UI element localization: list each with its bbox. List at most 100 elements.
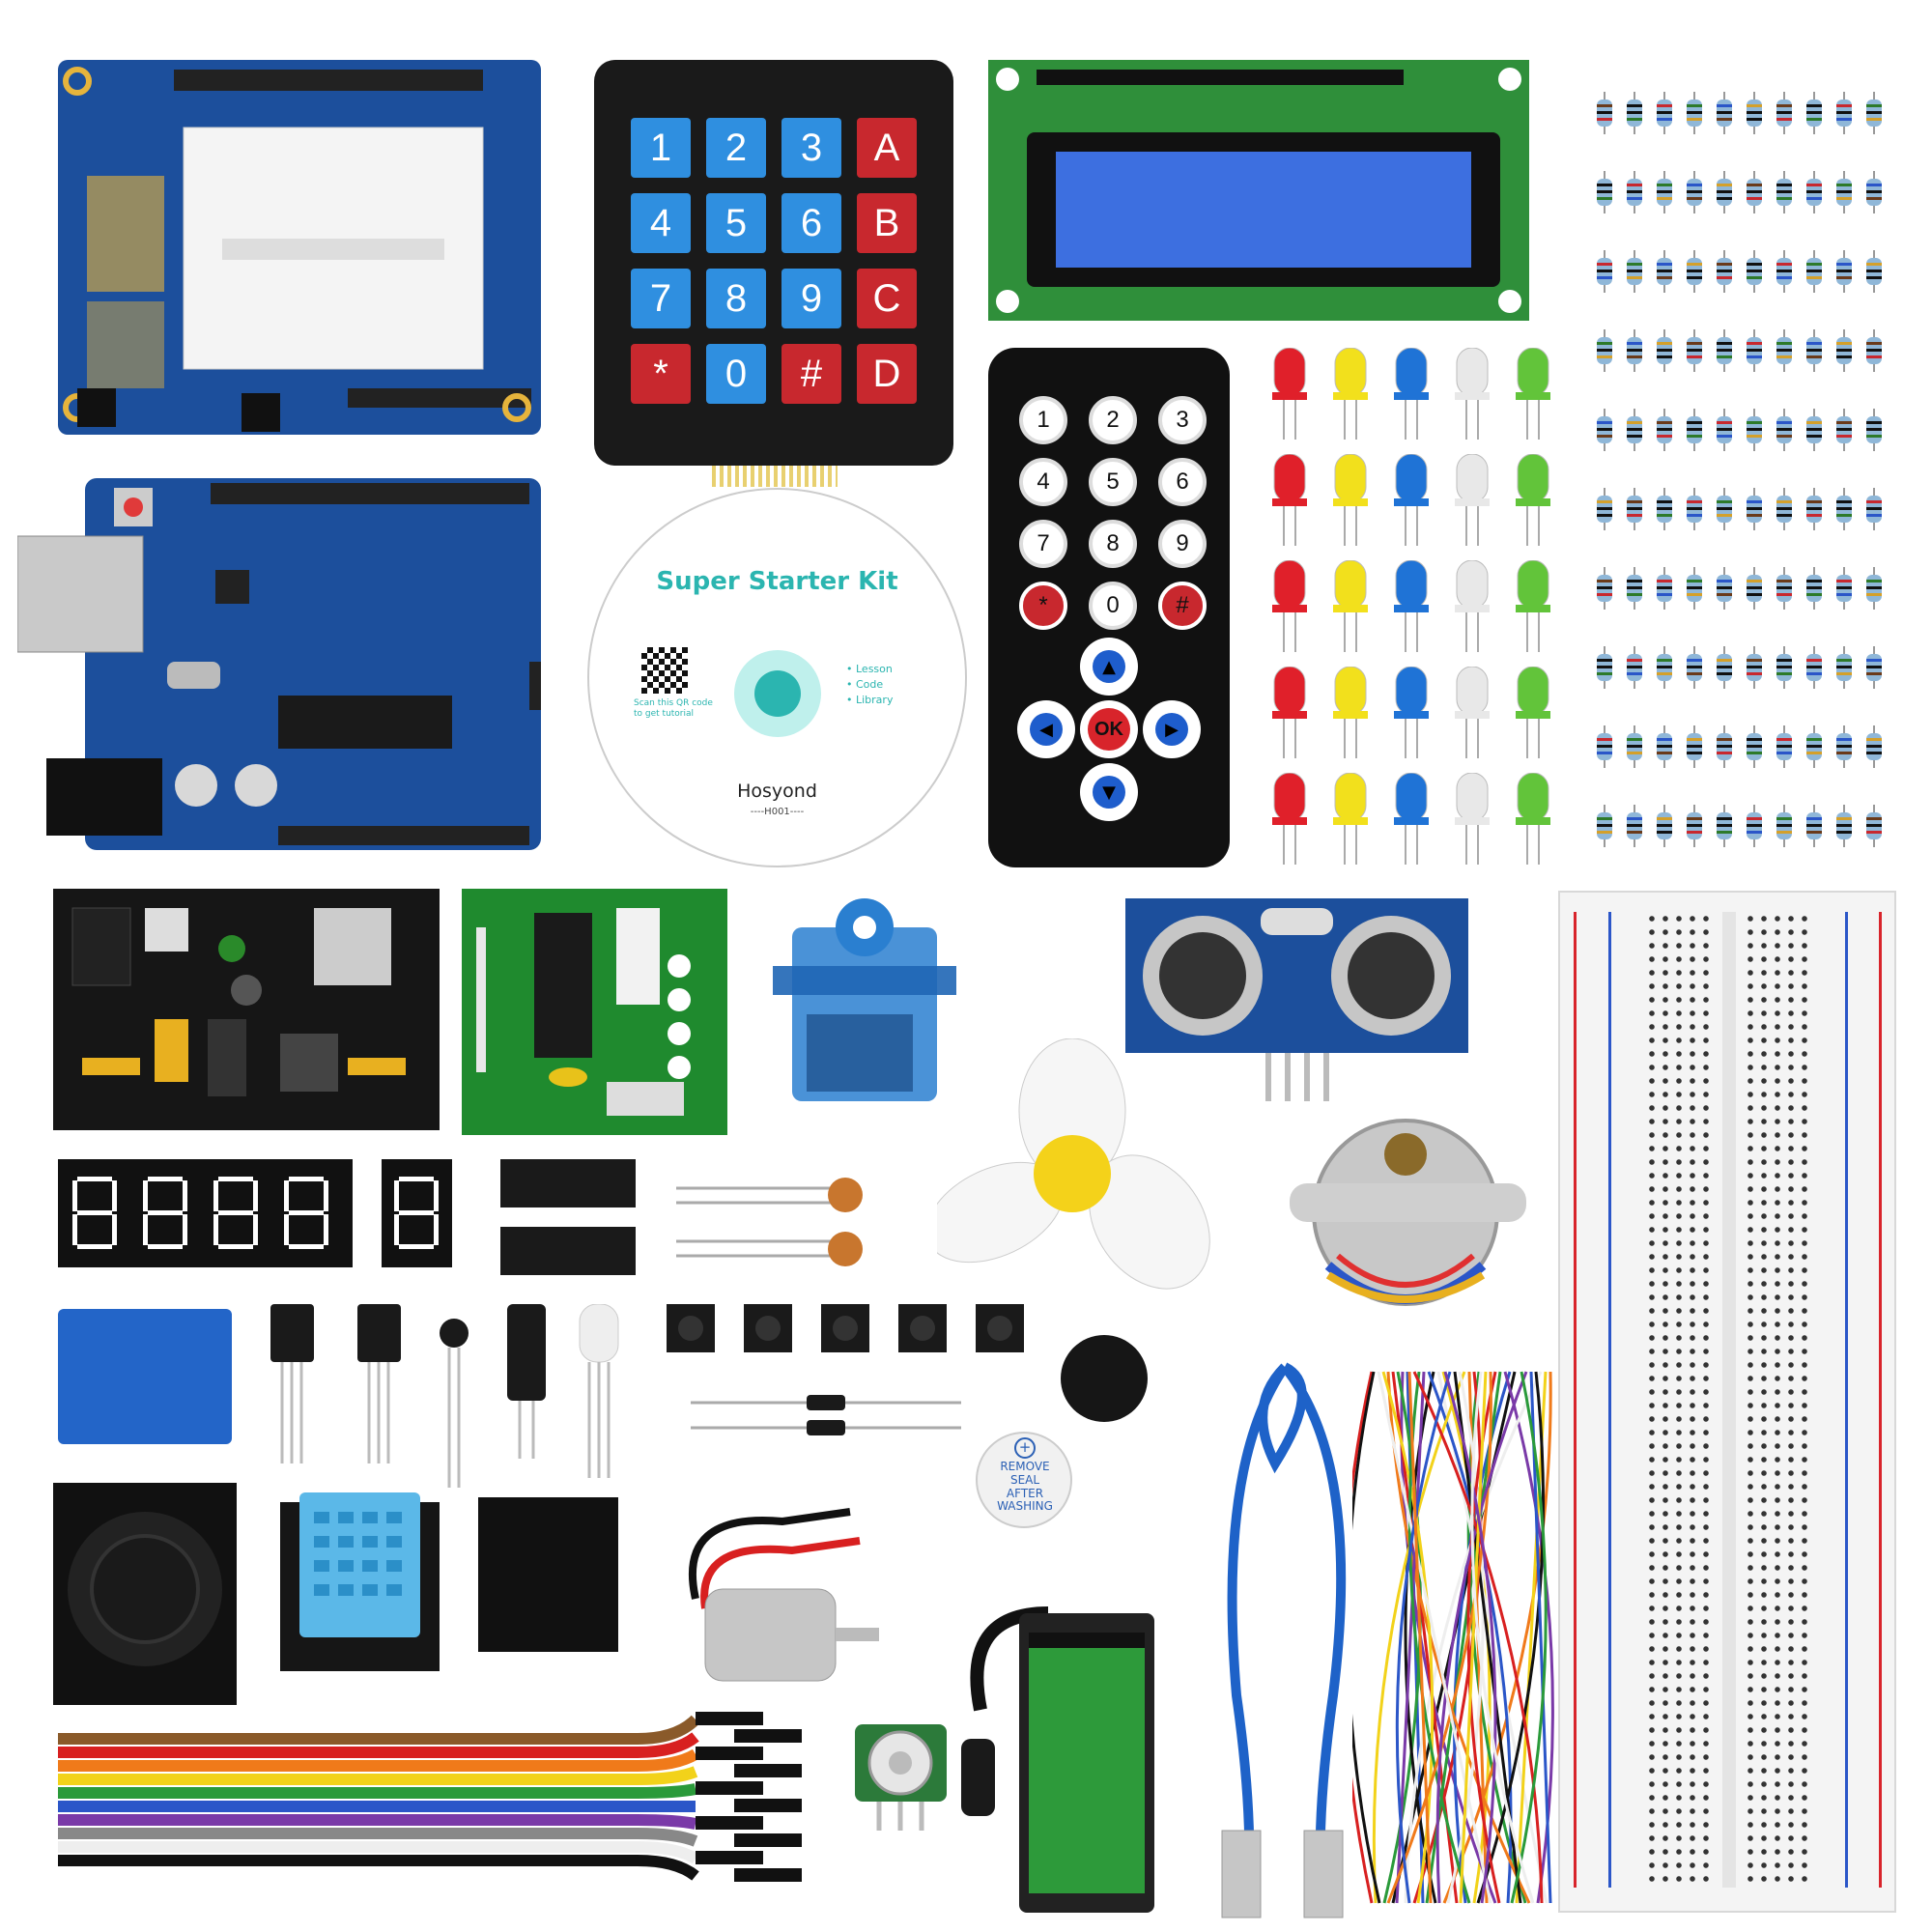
resistor <box>1776 488 1792 530</box>
jumper-wire <box>1510 1371 1548 1904</box>
ribbon-wire <box>58 1732 699 1758</box>
jumper-wires <box>1352 1371 1554 1904</box>
keypad-ribbon <box>712 466 838 487</box>
jumper-wire <box>1443 1371 1497 1904</box>
jumper-wire <box>1352 1371 1381 1904</box>
ribbon-connector <box>696 1747 763 1760</box>
remote-key: 3 <box>1158 396 1207 444</box>
resistor <box>1597 409 1612 451</box>
resistor <box>1806 329 1822 372</box>
remote-key: 7 <box>1019 520 1067 568</box>
resistor <box>1776 329 1792 372</box>
remote-dpad: ▲ ◀ OK ▶ ▼ <box>1017 638 1201 821</box>
ribbon-connector <box>696 1781 763 1795</box>
segment-digits <box>72 1177 439 1249</box>
jumper-wire <box>1352 1371 1374 1904</box>
resistor <box>1627 488 1642 530</box>
lcd-module <box>988 60 1529 321</box>
resistor <box>1687 567 1702 610</box>
tutorial-cd: Super Starter Kit Scan this QR code to g… <box>587 488 967 867</box>
ribbon-wire <box>58 1783 697 1799</box>
keypad-key: 6 <box>781 193 841 253</box>
led <box>1394 667 1429 758</box>
resistor <box>1836 92 1852 134</box>
cd-menu-lesson: • Lesson <box>846 663 893 675</box>
jumper-wire <box>1395 1371 1452 1904</box>
resistor <box>1627 646 1642 689</box>
ribbon-connector <box>734 1799 802 1812</box>
ic-74hc595 <box>500 1227 636 1275</box>
led <box>1272 667 1307 758</box>
resistor <box>1866 646 1882 689</box>
jumper-wire <box>1470 1371 1535 1904</box>
resistor-set <box>1594 92 1893 855</box>
resistor <box>1866 488 1882 530</box>
resistor <box>1657 646 1672 689</box>
potentiometer <box>855 1724 947 1831</box>
resistor <box>1657 250 1672 293</box>
resistor <box>1866 250 1882 293</box>
resistor <box>1597 329 1612 372</box>
resistor <box>1806 646 1822 689</box>
resistor <box>1747 92 1762 134</box>
driver-graphic <box>462 889 727 1135</box>
resistor <box>1776 805 1792 847</box>
remote-key: 8 <box>1089 520 1137 568</box>
led <box>1516 773 1550 865</box>
resistor <box>1806 567 1822 610</box>
led <box>1455 348 1490 440</box>
diodes <box>691 1395 961 1435</box>
ribbon-wire <box>58 1748 699 1772</box>
keypad-key: # <box>781 344 841 404</box>
dupont-ribbon-cable <box>58 1712 802 1882</box>
cd-qr-text: Scan this QR code to get tutorial <box>634 698 713 719</box>
resistor <box>1657 171 1672 213</box>
fan-blade <box>925 1037 1212 1290</box>
resistor <box>1806 92 1822 134</box>
keypad-key: 4 <box>631 193 691 253</box>
breadboard <box>1558 891 1896 1913</box>
breadboard-rail-right-blue <box>1845 912 1848 1888</box>
resistor <box>1597 567 1612 610</box>
resistor <box>1776 171 1792 213</box>
segment-digit <box>72 1177 117 1249</box>
led <box>1272 773 1307 865</box>
resistor <box>1806 805 1822 847</box>
resistor <box>1836 646 1852 689</box>
battery-graphic <box>961 1606 1154 1913</box>
breadboard-center-channel <box>1722 912 1736 1888</box>
resistor <box>1776 250 1792 293</box>
resistor <box>1657 488 1672 530</box>
resistor <box>1747 805 1762 847</box>
keypad-key: A <box>857 118 917 178</box>
resistor <box>1717 646 1732 689</box>
resistor <box>1687 171 1702 213</box>
keypad-key: 2 <box>706 118 766 178</box>
resistor <box>1836 409 1852 451</box>
jumper-wire <box>1386 1371 1492 1904</box>
led <box>1455 773 1490 865</box>
resistor <box>1836 329 1852 372</box>
led <box>1394 560 1429 652</box>
resistor <box>1657 329 1672 372</box>
resistor <box>1747 488 1762 530</box>
remote-key: 1 <box>1019 396 1067 444</box>
resistor <box>1717 92 1732 134</box>
jumper-wire <box>1442 1371 1552 1904</box>
segment-digit <box>284 1177 328 1249</box>
ribbon-connector <box>696 1816 763 1830</box>
resistor <box>1687 329 1702 372</box>
ribbon-wire <box>58 1841 699 1864</box>
led <box>1516 454 1550 546</box>
breadboard-rail-left-blue <box>1608 912 1611 1888</box>
cd-qr-code <box>641 647 688 694</box>
ribbon-connector <box>734 1764 802 1777</box>
dpad-left-icon: ◀ <box>1017 700 1075 758</box>
resistor <box>1597 250 1612 293</box>
led <box>1516 667 1550 758</box>
dc-motor <box>688 1508 879 1682</box>
led <box>1333 560 1368 652</box>
resistor <box>1747 171 1762 213</box>
resistor <box>1717 409 1732 451</box>
